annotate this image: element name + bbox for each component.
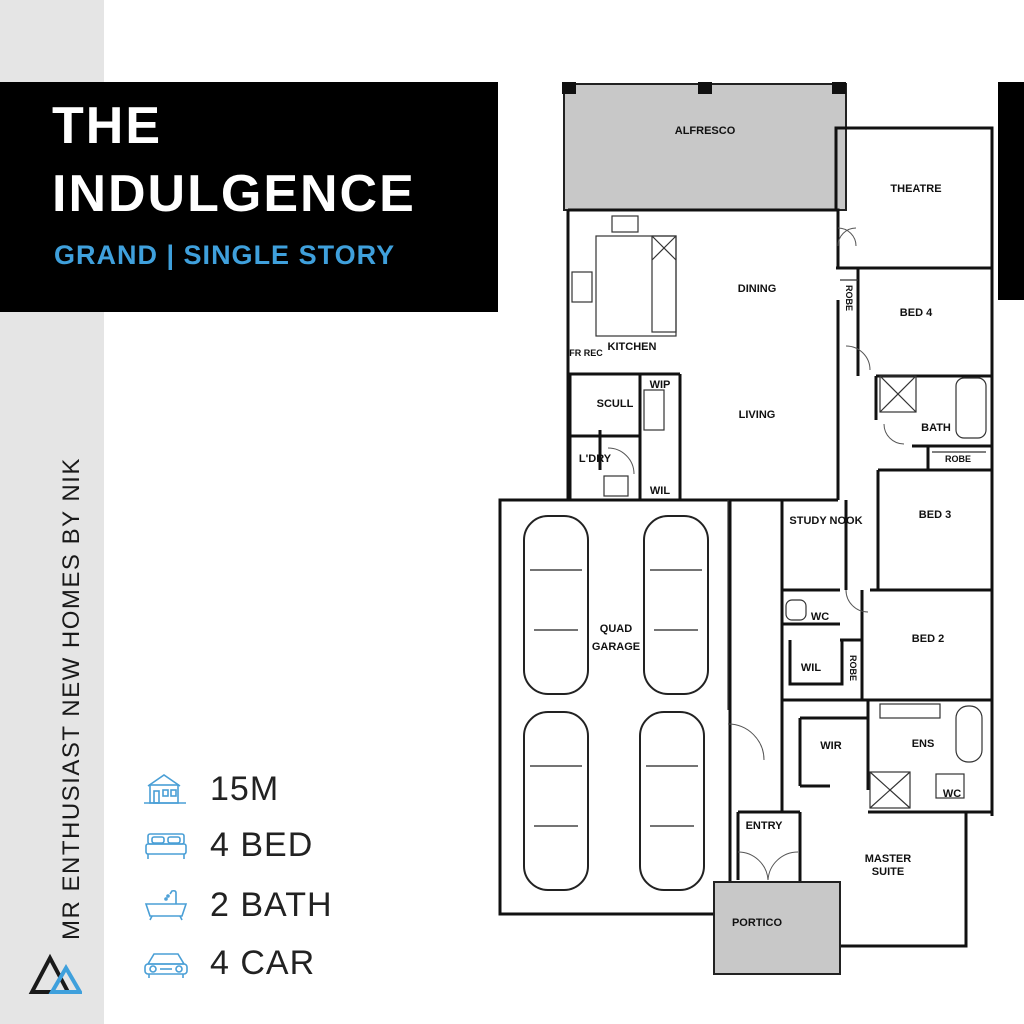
room-label-bed4: BED 4 [900,307,933,319]
room-label-robe-bed4: ROBE [844,285,854,311]
spec-frontage: 15M [140,764,400,814]
room-label-wc1: WC [811,611,829,623]
room-label-quad-garage-2: GARAGE [592,641,640,653]
spec-car-label: 4 CAR [210,944,316,982]
garage-cars [523,515,709,891]
room-label-entry: ENTRY [746,820,784,832]
subtitle: GRAND | SINGLE STORY [54,240,396,270]
spec-bath: 2 BATH [140,880,400,930]
portico-area [713,881,841,975]
alfresco-area [563,83,847,211]
room-label-wil-ldry: WIL [650,485,670,497]
room-label-study-nook: STUDY NOOK [789,515,862,527]
room-label-theatre: THEATRE [890,183,941,195]
spec-bed-label: 4 BED [210,826,314,864]
room-label-wir: WIR [820,740,841,752]
room-label-bed3: BED 3 [919,509,951,521]
room-label-alfresco: ALFRESCO [675,125,736,137]
spec-car: 4 CAR [140,938,400,988]
room-label-bath: BATH [921,422,951,434]
room-label-kitchen: KITCHEN [608,341,657,353]
room-label-master-2: SUITE [872,866,904,878]
brand-vertical-text: MR ENTHUSIAST NEW HOMES BY NIK [58,457,85,940]
room-label-wc2: WC [943,788,961,800]
room-label-scull: SCULL [597,398,634,410]
house-icon [144,774,186,804]
bed-icon [145,833,187,859]
spec-bed: 4 BED [140,820,400,870]
room-label-bed2: BED 2 [912,633,944,645]
walls [498,126,994,948]
room-label-quad-garage-1: QUAD [600,623,632,635]
room-label-ens: ENS [912,738,935,750]
brand-logo-icon [28,953,82,994]
room-label-fr-rec: FR REC [569,348,603,358]
room-label-dining: DINING [738,283,777,295]
right-accent-bar [998,82,1024,300]
car-icon [144,953,188,978]
room-label-living: LIVING [739,409,776,421]
spec-frontage-label: 15M [210,770,280,808]
room-label-robe-bed2: ROBE [848,655,858,681]
title-box: THE INDULGENCE [0,82,498,312]
room-label-wip: WIP [650,379,671,391]
title-line-2: INDULGENCE [52,165,416,223]
bathtub-icon [144,889,188,921]
title-line-1: THE [52,97,162,155]
room-label-ldry: L'DRY [579,453,612,465]
room-label-robe-bath: ROBE [945,454,971,464]
room-label-wil-hall: WIL [801,662,821,674]
floor-plan: ALFRESCO THEATRE DINING KITCHEN BED 4 RO… [498,82,1024,975]
spec-bath-label: 2 BATH [210,886,333,924]
room-label-master-1: MASTER [865,853,912,865]
room-label-portico: PORTICO [732,917,783,929]
